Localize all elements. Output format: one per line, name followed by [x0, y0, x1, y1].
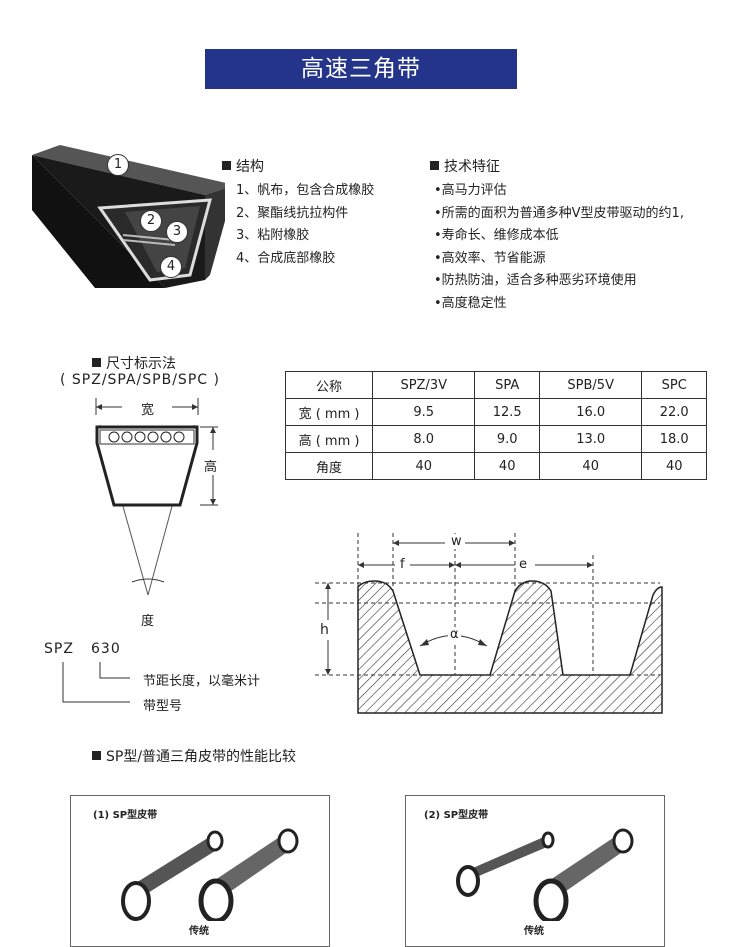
table-cell: 8.0 — [371, 425, 476, 453]
table-cell: 40 — [474, 452, 540, 480]
groove-alpha-label: α — [448, 627, 461, 642]
table-header-cell: 公称 — [285, 371, 373, 399]
panel-title: (1) SP型皮带 — [93, 810, 158, 821]
structure-list: 1、帆布，包含合成橡胶 2、聚酯线抗拉构件 3、粘附橡胶 4、合成底部橡胶 — [236, 180, 374, 270]
type-description: 带型号 — [143, 699, 183, 714]
table-cell: 18.0 — [641, 425, 707, 453]
table-cell: 16.0 — [538, 398, 643, 426]
page-title: 高速三角带 — [205, 49, 517, 89]
table-row: 角度 40 40 40 40 — [285, 452, 707, 480]
panel-title: (2) SP型皮带 — [424, 810, 489, 821]
designation-length: 630 — [91, 641, 121, 657]
width-label: 宽 — [141, 403, 155, 418]
list-item: 1、帆布，包含合成橡胶 — [236, 183, 375, 198]
groove-f-label: f — [398, 557, 407, 572]
designation-leader-lines — [62, 662, 130, 703]
panel-caption: 传统 — [524, 926, 544, 937]
list-item: •高度稳定性 — [434, 295, 507, 311]
table-header-cell: SPZ/3V — [371, 371, 476, 399]
size-subheading: ( SPZ/SPA/SPB/SPC ) — [60, 372, 220, 388]
belt-structure-illustration — [32, 145, 225, 288]
groove-w-label: w — [449, 534, 464, 549]
list-item: •高马力评估 — [434, 183, 507, 198]
list-item: 3、粘附橡胶 — [236, 228, 310, 243]
comparison-panel-1: (1) SP型皮带 传统 — [70, 795, 330, 947]
table-cell: 高 ( mm ) — [285, 425, 373, 453]
list-item: •防热防油，适合多种恶劣环境使用 — [434, 273, 637, 288]
table-cell: 9.0 — [474, 425, 540, 453]
length-description: 节距长度，以毫米计 — [143, 674, 261, 689]
square-bullet-icon — [430, 161, 439, 170]
marker-2: 2 — [140, 210, 162, 232]
v-belt-profile-diagram — [95, 398, 218, 596]
table-header-cell: SPA — [474, 371, 540, 399]
table-cell: 40 — [371, 452, 476, 480]
spec-table: 公称 SPZ/3V SPA SPB/5V SPC 宽 ( mm ) 9.5 12… — [285, 371, 707, 480]
table-cell: 宽 ( mm ) — [285, 398, 373, 426]
table-cell: 13.0 — [538, 425, 643, 453]
table-row: 宽 ( mm ) 9.5 12.5 16.0 22.0 — [285, 398, 707, 426]
table-header-row: 公称 SPZ/3V SPA SPB/5V SPC — [285, 371, 707, 399]
marker-3: 3 — [166, 221, 188, 243]
marker-4: 4 — [160, 256, 182, 278]
features-heading: 技术特征 — [430, 156, 500, 176]
marker-1: 1 — [107, 154, 129, 176]
designation-type: SPZ — [44, 641, 74, 657]
groove-h-label: h — [320, 622, 329, 638]
comparison-heading: SP型/普通三角皮带的性能比较 — [92, 746, 296, 766]
list-item: 2、聚酯线抗拉构件 — [236, 205, 349, 221]
table-cell: 9.5 — [371, 398, 476, 426]
panel-caption: 传统 — [189, 926, 209, 937]
list-item: •寿命长、维修成本低 — [434, 228, 559, 243]
height-label: 高 — [204, 460, 218, 475]
square-bullet-icon — [222, 161, 231, 170]
list-item: •高效率、节省能源 — [434, 250, 546, 266]
groove-e-label: e — [517, 557, 529, 572]
table-cell: 40 — [538, 452, 643, 480]
table-cell: 角度 — [285, 452, 373, 480]
table-cell: 22.0 — [641, 398, 707, 426]
size-heading: 尺寸标示法 — [92, 353, 176, 373]
square-bullet-icon — [92, 358, 101, 367]
belt-drive-illustration — [121, 828, 299, 921]
belt-drive-illustration — [456, 828, 634, 921]
list-item: 4、合成底部橡胶 — [236, 250, 336, 266]
structure-heading: 结构 — [222, 156, 264, 176]
table-cell: 40 — [641, 452, 707, 480]
table-header-cell: SPB/5V — [538, 371, 643, 399]
pulley-groove-diagram — [315, 533, 663, 714]
table-row: 高 ( mm ) 8.0 9.0 13.0 18.0 — [285, 425, 707, 453]
list-item: •所需的面积为普通多种V型皮带驱动的约1, — [434, 205, 684, 221]
table-header-cell: SPC — [641, 371, 707, 399]
square-bullet-icon — [92, 751, 101, 760]
angle-label: 度 — [141, 614, 155, 629]
features-list: •高马力评估 •所需的面积为普通多种V型皮带驱动的约1, •寿命长、维修成本低 … — [434, 180, 744, 315]
comparison-panel-2: (2) SP型皮带 传统 — [405, 795, 665, 947]
table-cell: 12.5 — [474, 398, 540, 426]
